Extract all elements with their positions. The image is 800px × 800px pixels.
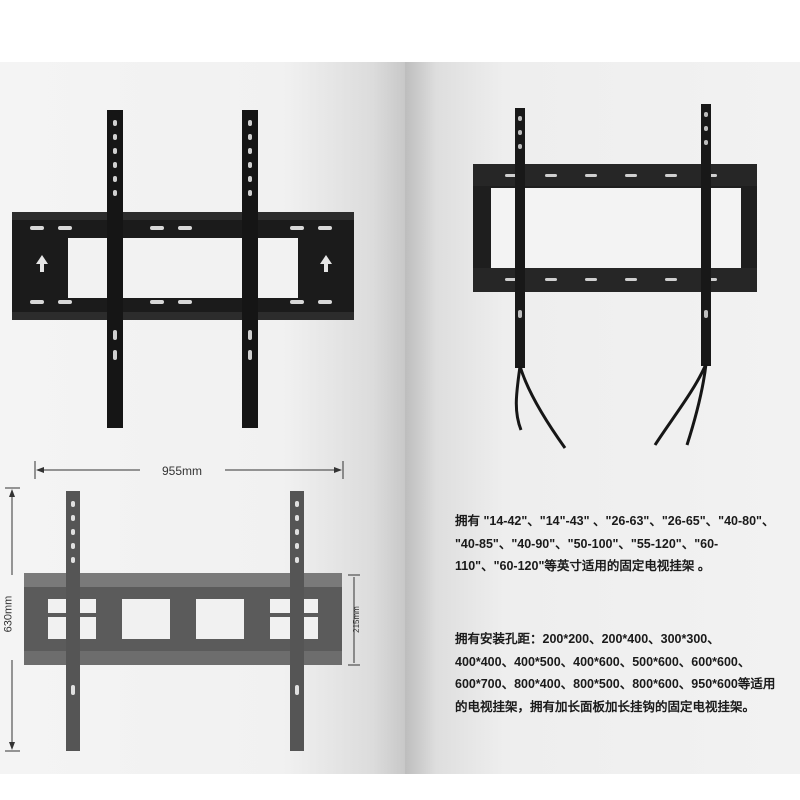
up-arrow-icon — [36, 255, 332, 272]
size-compatibility-text: 拥有 "14-42"、"14"-43" 、"26-63"、"26-65"、"40… — [455, 510, 795, 578]
frame-height-dimension-label: 215mm — [351, 606, 361, 633]
size-line-2: "40-85"、"40-90"、"50-100"、"55-120"、"60- — [455, 536, 719, 551]
bracket-front-view — [12, 110, 354, 428]
hole-line-3: 600*700、800*400、800*500、800*600、950*600等… — [455, 677, 776, 691]
width-dimension-label: 955mm — [162, 464, 203, 478]
height-dimension-label: 630mm — [2, 595, 15, 633]
hole-line-4: 的电视挂架，拥有加长面板加长挂钩的固定电视挂架。 — [455, 699, 756, 714]
hole-line-1: 拥有安装孔距：200*200、200*400、300*300、 — [455, 632, 720, 646]
size-line-3: 110"、"60-120"等英寸适用的固定电视挂架 。 — [455, 559, 711, 573]
hole-spacing-text: 拥有安装孔距：200*200、200*400、300*300、 400*400、… — [455, 628, 795, 718]
size-line-1: 拥有 "14-42"、"14"-43" 、"26-63"、"26-65"、"40… — [455, 514, 775, 528]
bracket-dimension-drawing — [5, 461, 360, 752]
hole-line-2: 400*400、400*500、400*600、500*600、600*600、 — [455, 654, 751, 669]
bracket-angled-view — [473, 104, 757, 449]
